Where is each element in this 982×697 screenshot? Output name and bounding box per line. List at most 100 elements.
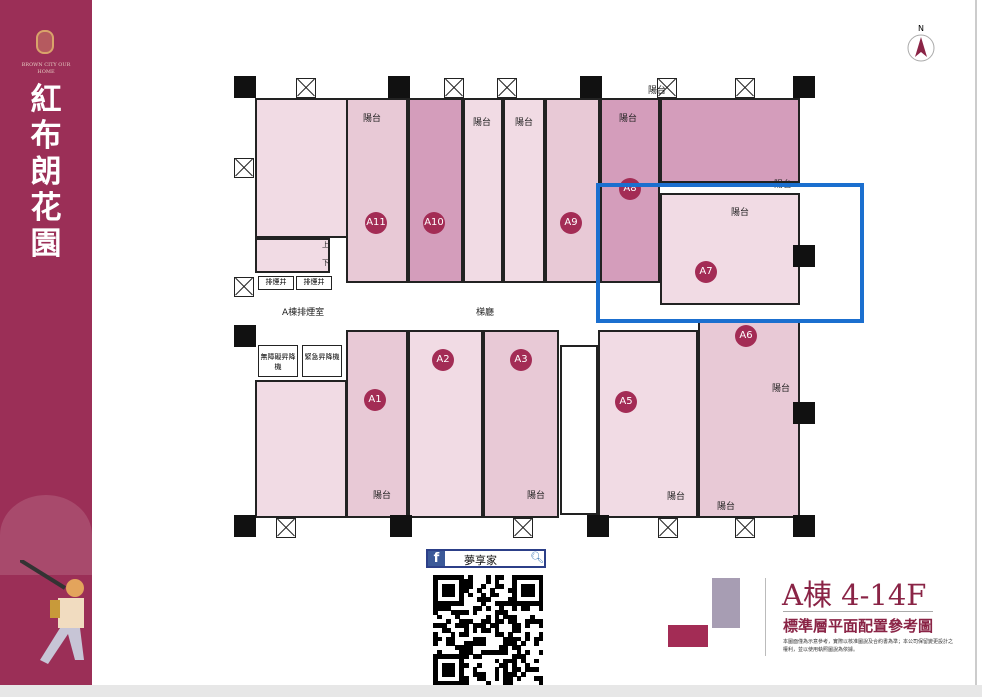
shaft-x — [234, 277, 254, 297]
qr-module — [459, 588, 465, 594]
qr-module — [503, 610, 509, 616]
qr-module — [468, 579, 474, 585]
qr-module — [494, 632, 500, 638]
qr-module — [503, 649, 509, 655]
qr-module — [499, 601, 504, 607]
unit-a5[interactable]: A5 — [615, 391, 637, 413]
pillar — [388, 76, 410, 98]
qr-module — [534, 667, 540, 673]
unit-a1[interactable]: A1 — [364, 389, 386, 411]
qr-module — [463, 632, 469, 638]
qr-module — [455, 645, 460, 651]
qr-module — [525, 649, 531, 655]
qr-module — [507, 671, 513, 677]
qr-module — [437, 605, 443, 611]
qr-module — [463, 645, 469, 651]
a7-highlight-box — [596, 183, 864, 323]
qr-module — [494, 676, 500, 682]
qr-module — [490, 592, 496, 598]
balcony-label: 陽台 — [648, 86, 667, 96]
room-a7 — [660, 193, 800, 305]
qr-module — [485, 627, 491, 633]
qr-module — [463, 619, 469, 624]
qr-module — [437, 601, 443, 607]
qr-module — [512, 575, 518, 580]
qr-module — [472, 623, 478, 629]
qr-module — [459, 597, 465, 602]
qr-module — [494, 658, 500, 664]
qr-module — [477, 676, 482, 682]
qr-module — [499, 583, 504, 589]
qr-module — [433, 583, 438, 589]
qr-module — [494, 667, 500, 673]
qr-module — [529, 601, 535, 607]
qr-module — [459, 649, 465, 655]
qr-module — [516, 654, 522, 660]
qr-module — [441, 671, 447, 677]
qr-module — [433, 623, 438, 629]
qr-module — [455, 680, 460, 686]
unit-a7[interactable]: A7 — [695, 261, 717, 283]
qr-module — [450, 671, 456, 677]
qr-module — [472, 627, 478, 633]
pillar — [793, 515, 815, 537]
facebook-icon: f — [428, 551, 445, 566]
qr-module — [481, 592, 487, 598]
qr-module — [433, 654, 438, 660]
qr-module — [494, 575, 500, 580]
facebook-search-bar[interactable]: f 夢享家 🔍︎ — [426, 549, 546, 568]
qr-module — [450, 575, 456, 580]
qr-module — [450, 680, 456, 686]
qr-module — [459, 579, 465, 585]
qr-module — [494, 614, 500, 620]
unit-a3[interactable]: A3 — [510, 349, 532, 371]
qr-module — [503, 667, 509, 673]
qr-module — [512, 588, 518, 594]
qr-module — [485, 605, 491, 611]
qr-module — [521, 658, 526, 664]
qr-module — [534, 658, 540, 664]
qr-module — [521, 605, 526, 611]
qr-module — [512, 627, 518, 633]
qr-module — [433, 680, 438, 686]
qr-module — [512, 667, 518, 673]
qr-module — [441, 623, 447, 629]
qr-module — [468, 575, 474, 580]
search-icon[interactable]: 🔍︎ — [530, 551, 544, 564]
qr-module — [472, 636, 478, 642]
qr-module — [499, 649, 504, 655]
qr-module — [441, 588, 447, 594]
qr-module — [538, 676, 544, 682]
shaft-x — [657, 78, 677, 98]
qr-module — [463, 654, 469, 660]
balcony-label: 陽台 — [717, 502, 736, 512]
qr-module — [477, 636, 482, 642]
qr-module — [499, 610, 504, 616]
qr-module — [472, 671, 478, 677]
qr-module — [538, 623, 544, 629]
divider — [765, 578, 766, 656]
qr-module — [481, 671, 487, 677]
qr-module — [494, 592, 500, 598]
unit-a11[interactable]: A11 — [365, 212, 387, 234]
qr-module — [485, 680, 491, 686]
stair-down-label: 下 — [322, 259, 329, 267]
qr-module — [468, 645, 474, 651]
qr-module — [477, 654, 482, 660]
unit-a6[interactable]: A6 — [735, 325, 757, 347]
qr-module — [485, 619, 491, 624]
qr-module — [455, 601, 460, 607]
qr-module — [477, 671, 482, 677]
unit-a9[interactable]: A9 — [560, 212, 582, 234]
qr-module — [512, 579, 518, 585]
qr-module — [512, 623, 518, 629]
unit-a10[interactable]: A10 — [423, 212, 445, 234]
qr-code[interactable] — [433, 575, 544, 686]
qr-module — [450, 588, 456, 594]
qr-module — [481, 623, 487, 629]
disclaimer-note: 本圖面僅為示意參考，實際以核准圖說及合約書為準；本公司保留變更設計之權利，並以使… — [783, 639, 954, 653]
qr-module — [529, 588, 535, 594]
unit-a2[interactable]: A2 — [432, 349, 454, 371]
qr-module — [529, 619, 535, 624]
qr-module — [534, 641, 540, 646]
